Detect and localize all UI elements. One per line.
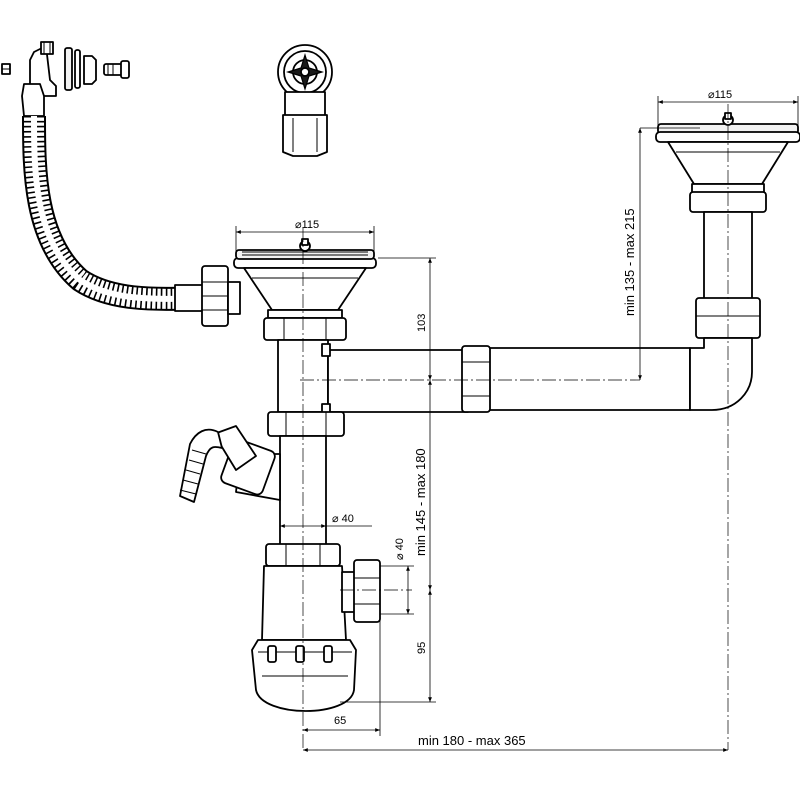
pipe-diameter-label: ⌀ 40: [332, 513, 354, 525]
branch-stub: [327, 349, 469, 413]
trap-offset-65-label: 65: [334, 715, 346, 727]
overflow-parts-exploded: [1, 41, 130, 97]
trap-height-range-label: min 145 - max 180: [413, 448, 428, 556]
basket-diameter-left-label: ⌀115: [295, 219, 319, 231]
outlet-diameter-label: ⌀ 40: [394, 538, 406, 560]
height-103-label: 103: [416, 314, 428, 332]
overflow-height-range-label: min 135 - max 215: [622, 208, 637, 316]
trap-outlet: [341, 559, 381, 623]
basket-diameter-right-label: ⌀115: [708, 89, 732, 101]
left-basket-strainer: [233, 238, 377, 319]
basket-nut: [263, 317, 347, 341]
tee-nut: [267, 411, 345, 437]
trap-height-95-label: 95: [416, 642, 428, 654]
hose-connector: [174, 284, 206, 312]
right-elbow: [689, 337, 753, 411]
flexible-overflow-hose: [22, 115, 206, 311]
pipe-union-nut: [461, 345, 491, 413]
elbow-fitting-detail: [277, 44, 333, 157]
centre-lines: [300, 104, 729, 750]
dimension-lines: [235, 96, 799, 752]
overflow-fitting: [21, 83, 45, 117]
horizontal-range-label: min 180 - max 365: [418, 733, 526, 748]
appliance-inlet-branch: [179, 425, 281, 503]
horizontal-drain-pipe: [467, 347, 691, 411]
bottle-trap: [251, 543, 357, 712]
